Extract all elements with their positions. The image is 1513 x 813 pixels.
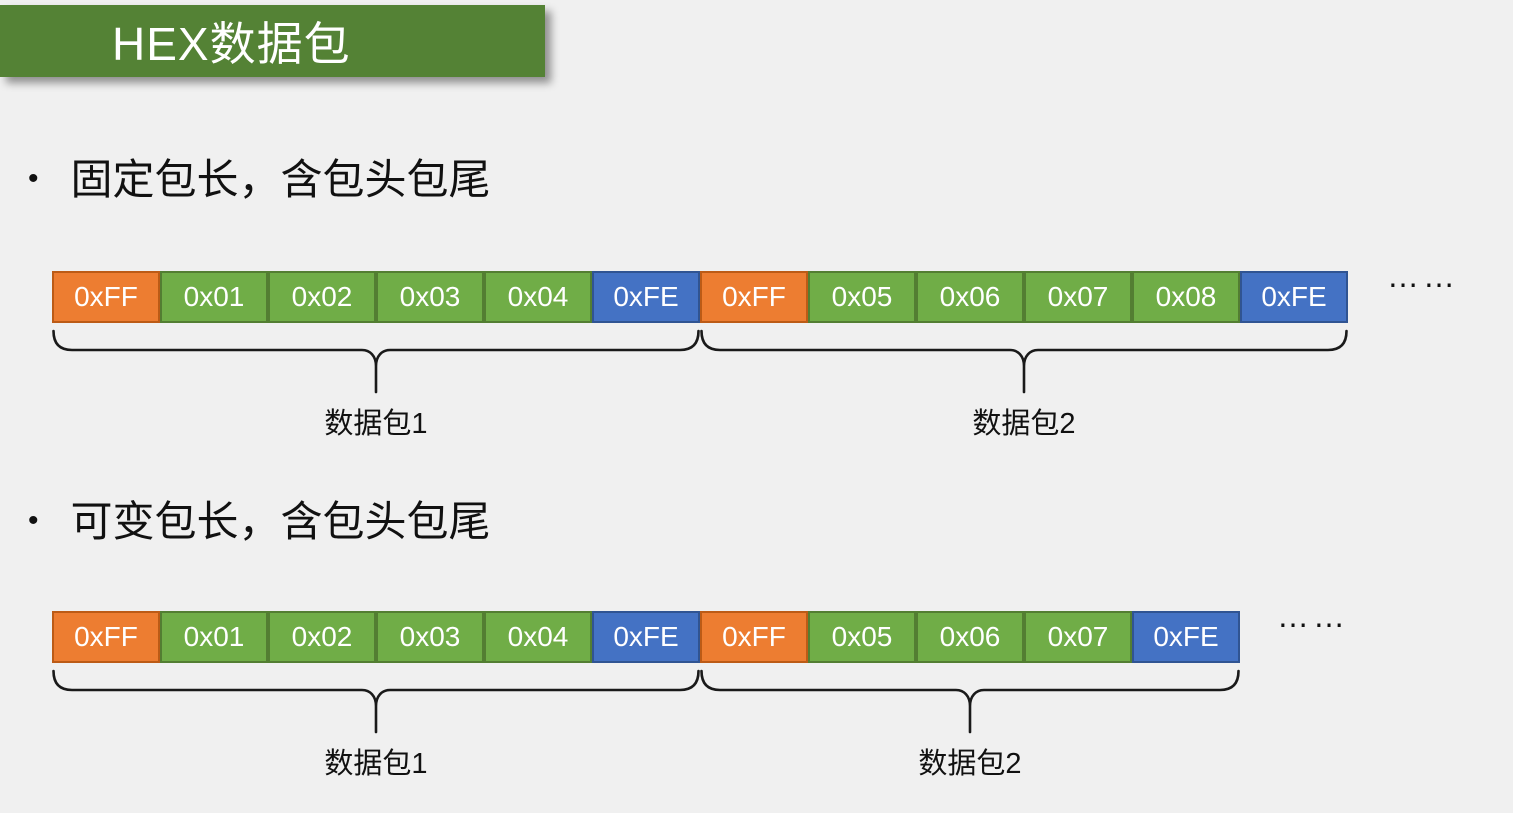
- bullet-marker: •: [28, 161, 39, 195]
- byte-row-fixed: 0xFF 0x01 0x02 0x03 0x04 0xFE 0xFF 0x05 …: [52, 271, 1348, 323]
- byte-cell: 0xFF: [700, 271, 808, 323]
- slide-title-banner: HEX数据包: [0, 5, 545, 77]
- brace-packet1: [52, 329, 700, 396]
- bullet-fixed-length: • 固定包长，含包头包尾: [28, 146, 491, 207]
- byte-cell: 0x03: [376, 271, 484, 323]
- packet2-label: 数据包2: [918, 748, 1022, 780]
- bullet-variable-length: • 可变包长，含包头包尾: [28, 488, 491, 549]
- byte-cell: 0x03: [376, 611, 484, 663]
- byte-cell: 0x06: [916, 271, 1024, 323]
- byte-cell: 0xFE: [1240, 271, 1348, 323]
- bullet-text: 可变包长，含包头包尾: [70, 498, 491, 545]
- continuation-ellipsis: ……: [1277, 598, 1349, 634]
- byte-cell: 0x08: [1132, 271, 1240, 323]
- byte-cell: 0xFF: [52, 611, 160, 663]
- brace-packet2: [700, 669, 1240, 736]
- byte-cell: 0xFE: [592, 271, 700, 323]
- byte-row-variable: 0xFF 0x01 0x02 0x03 0x04 0xFE 0xFF 0x05 …: [52, 611, 1240, 663]
- byte-cell: 0x04: [484, 611, 592, 663]
- byte-cell: 0xFF: [52, 271, 160, 323]
- packet2-label: 数据包2: [972, 408, 1076, 440]
- bullet-marker: •: [28, 503, 39, 537]
- brace-packet1: [52, 669, 700, 736]
- brace-packet2: [700, 329, 1348, 396]
- byte-cell: 0x02: [268, 611, 376, 663]
- byte-cell: 0x07: [1024, 271, 1132, 323]
- byte-cell: 0xFF: [700, 611, 808, 663]
- byte-cell: 0xFE: [1132, 611, 1240, 663]
- byte-cell: 0x05: [808, 611, 916, 663]
- byte-cell: 0x07: [1024, 611, 1132, 663]
- byte-cell: 0x01: [160, 271, 268, 323]
- byte-cell: 0xFE: [592, 611, 700, 663]
- byte-cell: 0x05: [808, 271, 916, 323]
- continuation-ellipsis: ……: [1387, 258, 1459, 294]
- packet1-label: 数据包1: [324, 748, 428, 780]
- byte-cell: 0x04: [484, 271, 592, 323]
- byte-cell: 0x02: [268, 271, 376, 323]
- slide-title: HEX数据包: [112, 18, 351, 70]
- packet1-label: 数据包1: [324, 408, 428, 440]
- bullet-text: 固定包长，含包头包尾: [70, 156, 491, 203]
- byte-cell: 0x01: [160, 611, 268, 663]
- byte-cell: 0x06: [916, 611, 1024, 663]
